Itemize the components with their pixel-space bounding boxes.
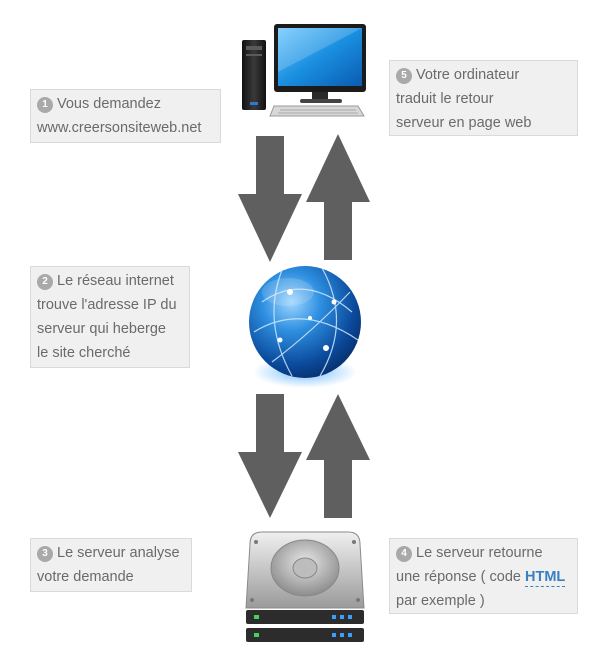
step-text: trouve l'adresse IP du bbox=[37, 297, 177, 313]
step-text: Vous demandez bbox=[57, 96, 161, 112]
step-text: www.creersonsiteweb.net bbox=[37, 120, 202, 136]
arrow-up-response bbox=[306, 134, 370, 260]
step-text: Le réseau internet bbox=[57, 273, 174, 289]
server-icon bbox=[245, 531, 365, 642]
step-text: serveur en page web bbox=[396, 115, 532, 131]
step-number-badge: 5 bbox=[396, 68, 412, 84]
step-text: votre demande bbox=[37, 569, 134, 585]
step-number-badge: 2 bbox=[37, 274, 53, 290]
computer-icon bbox=[242, 24, 366, 117]
globe-icon bbox=[249, 266, 361, 388]
step-text: une réponse ( code bbox=[396, 569, 521, 585]
arrow-down-to-server bbox=[238, 394, 302, 518]
step-number-badge: 1 bbox=[37, 97, 53, 113]
step-text: Le serveur retourne bbox=[416, 545, 543, 561]
step-text: le site cherché bbox=[37, 345, 131, 361]
arrow-up-from-server bbox=[306, 394, 370, 518]
step-text: par exemple ) bbox=[396, 593, 485, 609]
html-link[interactable]: HTML bbox=[524, 569, 566, 587]
step-number-badge: 3 bbox=[37, 546, 53, 562]
step-text: Votre ordinateur bbox=[416, 67, 520, 83]
arrow-down-request bbox=[238, 136, 302, 262]
step-text: Le serveur analyse bbox=[57, 545, 180, 561]
step-number-badge: 4 bbox=[396, 546, 412, 562]
step-text: serveur qui heberge bbox=[37, 321, 166, 337]
step-text: traduit le retour bbox=[396, 91, 494, 107]
